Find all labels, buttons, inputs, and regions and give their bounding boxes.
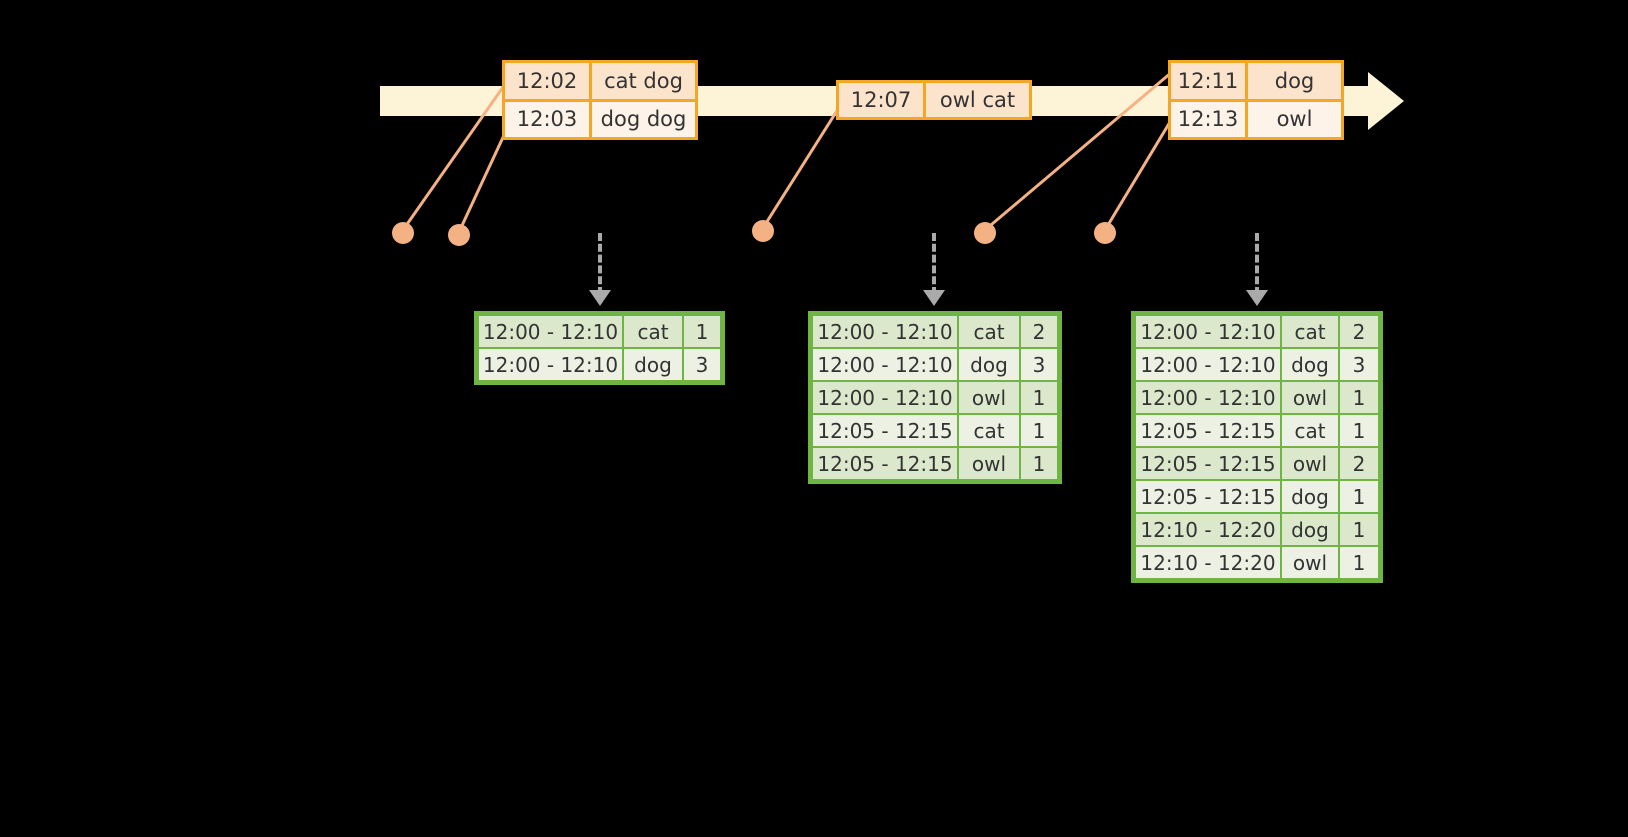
emit-arrow-1-head	[589, 290, 611, 306]
word-cell: cat	[623, 315, 683, 348]
window-cell: 12:10 - 12:20	[1135, 513, 1281, 546]
event-row: 12:03 dog dog	[505, 98, 695, 137]
trigger-dot-1	[392, 222, 414, 244]
event-time: 12:02	[505, 63, 592, 99]
count-cell: 3	[683, 348, 721, 381]
trigger-dot-4	[974, 222, 996, 244]
count-cell: 1	[1020, 414, 1058, 447]
emit-arrow-2-head	[923, 290, 945, 306]
word-cell: cat	[1281, 315, 1339, 348]
event-words: cat dog	[592, 63, 695, 99]
count-cell: 3	[1339, 348, 1379, 381]
word-cell: owl	[958, 447, 1020, 480]
window-cell: 12:05 - 12:15	[1135, 414, 1281, 447]
event-row: 12:13 owl	[1171, 98, 1341, 137]
word-cell: owl	[1281, 381, 1339, 414]
trigger-dot-5	[1094, 222, 1116, 244]
word-cell: dog	[1281, 480, 1339, 513]
event-box-3: 12:11 dog 12:13 owl	[1168, 60, 1344, 140]
event-words: dog dog	[592, 101, 695, 137]
window-cell: 12:10 - 12:20	[1135, 546, 1281, 579]
emit-arrow-2-line	[932, 233, 940, 295]
event-time: 12:07	[839, 83, 926, 117]
event-box-2: 12:07 owl cat	[836, 80, 1032, 120]
window-cell: 12:05 - 12:15	[1135, 447, 1281, 480]
word-cell: cat	[958, 315, 1020, 348]
count-cell: 1	[1020, 447, 1058, 480]
trigger-dot-3	[752, 220, 774, 242]
word-cell: owl	[1281, 546, 1339, 579]
trigger-dot-2	[448, 224, 470, 246]
emit-arrow-3-line	[1255, 233, 1263, 295]
window-cell: 12:05 - 12:15	[1135, 480, 1281, 513]
event-words: owl	[1248, 101, 1341, 137]
event-row: 12:11 dog	[1171, 63, 1341, 99]
event-box-1: 12:02 cat dog 12:03 dog dog	[502, 60, 698, 140]
timeline-arrow-head	[1368, 72, 1404, 130]
window-cell: 12:00 - 12:10	[1135, 315, 1281, 348]
window-cell: 12:00 - 12:10	[812, 315, 958, 348]
window-cell: 12:00 - 12:10	[478, 315, 623, 348]
event-time: 12:11	[1171, 63, 1248, 99]
word-cell: owl	[1281, 447, 1339, 480]
count-cell: 1	[1339, 513, 1379, 546]
emit-arrow-1-line	[598, 233, 606, 295]
window-cell: 12:00 - 12:10	[812, 348, 958, 381]
window-cell: 12:00 - 12:10	[1135, 381, 1281, 414]
window-cell: 12:00 - 12:10	[1135, 348, 1281, 381]
count-cell: 1	[1020, 381, 1058, 414]
word-cell: dog	[1281, 348, 1339, 381]
event-time: 12:03	[505, 101, 592, 137]
word-cell: dog	[958, 348, 1020, 381]
event-row: 12:02 cat dog	[505, 63, 695, 99]
count-cell: 2	[1339, 315, 1379, 348]
window-cell: 12:00 - 12:10	[478, 348, 623, 381]
word-cell: owl	[958, 381, 1020, 414]
word-cell: cat	[958, 414, 1020, 447]
window-cell: 12:00 - 12:10	[812, 381, 958, 414]
count-cell: 1	[1339, 546, 1379, 579]
word-cell: cat	[1281, 414, 1339, 447]
count-cell: 2	[1339, 447, 1379, 480]
emit-arrow-3-head	[1246, 290, 1268, 306]
count-cell: 3	[1020, 348, 1058, 381]
count-cell: 1	[683, 315, 721, 348]
word-cell: dog	[623, 348, 683, 381]
count-cell: 2	[1020, 315, 1058, 348]
event-words: dog	[1248, 63, 1341, 99]
count-cell: 1	[1339, 480, 1379, 513]
event-row: 12:07 owl cat	[839, 83, 1029, 117]
window-cell: 12:05 - 12:15	[812, 447, 958, 480]
event-words: owl cat	[926, 83, 1029, 117]
count-cell: 1	[1339, 381, 1379, 414]
window-cell: 12:05 - 12:15	[812, 414, 958, 447]
word-cell: dog	[1281, 513, 1339, 546]
event-time: 12:13	[1171, 101, 1248, 137]
count-cell: 1	[1339, 414, 1379, 447]
